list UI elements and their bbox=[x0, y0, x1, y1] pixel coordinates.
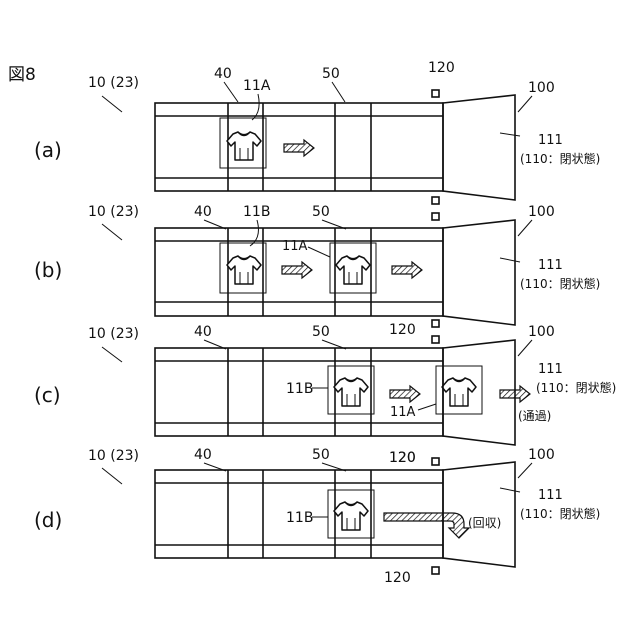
ref-main-leader bbox=[102, 224, 122, 240]
door-ref-leader bbox=[500, 133, 520, 136]
shirt-icon bbox=[334, 502, 368, 530]
ref-40: 40 bbox=[214, 66, 232, 82]
item-label-11b: 11B bbox=[286, 510, 313, 526]
move-arrow-icon bbox=[392, 262, 422, 278]
move-arrow-icon bbox=[282, 262, 312, 278]
item-label-leader bbox=[250, 220, 258, 246]
shirt-icon bbox=[227, 256, 261, 284]
ref-main: 10 (23) bbox=[88, 204, 139, 220]
panel-label: (d) bbox=[34, 508, 62, 532]
sensor-icon bbox=[432, 567, 439, 574]
ref-main: 10 (23) bbox=[88, 448, 139, 464]
door-ref: 111 bbox=[538, 362, 563, 377]
door-ref: 111 bbox=[538, 258, 563, 273]
door-state: (110：閉状態) bbox=[536, 380, 616, 395]
pass-label: (通過) bbox=[518, 409, 551, 423]
ref-100: 100 bbox=[528, 447, 555, 463]
ref-100-leader bbox=[518, 96, 532, 112]
door-111 bbox=[443, 220, 515, 325]
door-state: (110：閉状態) bbox=[520, 506, 600, 521]
panel-c: (c) 10 (23) 40 50 11B 11A 120 120 100 bbox=[34, 320, 616, 466]
item-label-leader bbox=[308, 247, 330, 257]
ref-100: 100 bbox=[528, 204, 555, 220]
ref-main-leader bbox=[102, 96, 122, 112]
panel-d: (d) 10 (23) 40 50 120 11B (回収) 100 111 (… bbox=[34, 447, 600, 586]
ref-50-leader bbox=[332, 82, 345, 102]
panel-a: (a) 10 (23) 40 50 11A 120 100 111 (110： bbox=[34, 60, 600, 200]
door-state: (110：閉状態) bbox=[520, 276, 600, 291]
ref-main: 10 (23) bbox=[88, 326, 139, 342]
ref-main-leader bbox=[102, 468, 122, 484]
figure-label: 図8 bbox=[8, 65, 36, 85]
ref-120-top: 120 bbox=[389, 322, 416, 338]
sensor-icon bbox=[432, 320, 439, 327]
ref-120: 120 bbox=[428, 60, 455, 76]
panel-label: (c) bbox=[34, 383, 61, 407]
door-ref-leader bbox=[500, 258, 520, 262]
ref-40: 40 bbox=[194, 324, 212, 340]
sensor-icon bbox=[432, 197, 439, 204]
collect-label: (回収) bbox=[468, 516, 501, 530]
sensor-icon bbox=[432, 336, 439, 343]
move-arrow-icon bbox=[284, 140, 314, 156]
item-label-leader bbox=[418, 404, 436, 410]
door-ref-leader bbox=[500, 488, 520, 492]
door-111 bbox=[443, 95, 515, 200]
ref-50: 50 bbox=[312, 204, 330, 220]
sensor-icon bbox=[432, 90, 439, 97]
ref-50: 50 bbox=[322, 66, 340, 82]
panel-label: (b) bbox=[34, 258, 62, 282]
ref-100: 100 bbox=[528, 80, 555, 96]
door-ref: 111 bbox=[538, 133, 563, 148]
ref-50: 50 bbox=[312, 447, 330, 463]
collect-arrow-icon bbox=[384, 513, 469, 538]
ref-100-leader bbox=[518, 340, 532, 356]
ref-main: 10 (23) bbox=[88, 75, 139, 91]
door-ref: 111 bbox=[538, 488, 563, 503]
ref-100-leader bbox=[518, 463, 532, 478]
item-label-11b: 11B bbox=[286, 381, 313, 397]
item-label-11a: 11A bbox=[243, 78, 271, 94]
ref-100-leader bbox=[518, 220, 532, 236]
move-arrow-icon bbox=[390, 386, 420, 402]
ref-50: 50 bbox=[312, 324, 330, 340]
sensor-icon bbox=[432, 213, 439, 220]
shirt-icon bbox=[442, 378, 476, 406]
sensor-icon bbox=[432, 458, 439, 465]
shirt-icon bbox=[334, 378, 368, 406]
ref-100: 100 bbox=[528, 324, 555, 340]
item-label-11a: 11A bbox=[282, 239, 308, 254]
item-label-11a: 11A bbox=[390, 405, 416, 420]
shirt-icon bbox=[227, 132, 261, 160]
ref-120-top: 120 bbox=[389, 450, 416, 466]
ref-40: 40 bbox=[194, 447, 212, 463]
door-state: (110：閉状態) bbox=[520, 151, 600, 166]
item-label-11b: 11B bbox=[243, 204, 270, 220]
ref-main-leader bbox=[102, 347, 122, 362]
ref-40: 40 bbox=[194, 204, 212, 220]
ref-120: 120 bbox=[384, 570, 411, 586]
panel-label: (a) bbox=[34, 138, 62, 162]
shirt-icon bbox=[336, 256, 370, 284]
ref-40-leader bbox=[224, 82, 238, 102]
panel-b: (b) 10 (23) 40 11B 50 11A 100 111 bbox=[34, 197, 600, 325]
